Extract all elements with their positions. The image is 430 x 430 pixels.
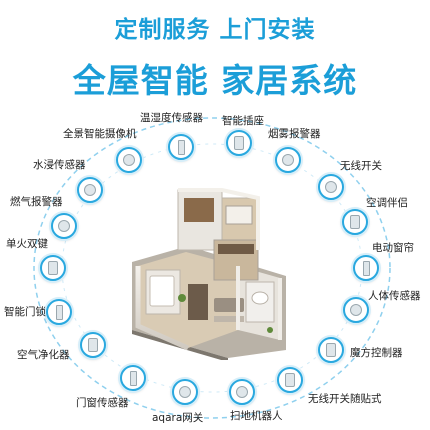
curtain-motor-icon[interactable] xyxy=(353,255,379,281)
smart-plug-glyph xyxy=(234,136,244,150)
gateway-glyph xyxy=(179,386,191,398)
motion-sensor-icon[interactable] xyxy=(343,297,369,323)
ac-companion-icon[interactable] xyxy=(342,209,368,235)
smoke-alarm-glyph xyxy=(282,154,294,166)
smart-plug-icon[interactable] xyxy=(226,130,252,156)
curtain-motor-glyph xyxy=(362,260,370,276)
robot-vacuum-glyph xyxy=(236,386,248,398)
label-door-window-sensor: 门窗传感器 xyxy=(76,397,129,409)
label-wall-switch: 单火双键 xyxy=(6,238,48,250)
label-sticker-switch: 无线开关随贴式 xyxy=(308,393,382,405)
label-gas-alarm: 燃气报警器 xyxy=(10,196,63,208)
smoke-alarm-icon[interactable] xyxy=(275,147,301,173)
ac-companion-glyph xyxy=(350,215,360,229)
robot-vacuum-icon[interactable] xyxy=(229,379,255,405)
label-wireless-switch: 无线开关 xyxy=(340,160,382,172)
label-smart-plug: 智能插座 xyxy=(222,115,264,127)
sticker-switch-glyph xyxy=(285,373,295,387)
thermometer-glyph xyxy=(177,139,185,155)
air-purifier-glyph xyxy=(88,338,98,352)
wireless-switch-glyph xyxy=(325,181,337,193)
label-gateway: aqara网关 xyxy=(152,412,204,424)
motion-sensor-glyph xyxy=(350,304,362,316)
door-lock-icon[interactable] xyxy=(46,299,72,325)
water-sensor-icon[interactable] xyxy=(77,177,103,203)
wall-switch-glyph xyxy=(48,261,58,275)
wall-switch-icon[interactable] xyxy=(40,255,66,281)
thermometer-icon[interactable] xyxy=(168,134,194,160)
sticker-switch-icon[interactable] xyxy=(277,367,303,393)
cube-controller-icon[interactable] xyxy=(318,337,344,363)
label-motion-sensor: 人体传感器 xyxy=(368,290,421,302)
cube-controller-glyph xyxy=(326,343,336,357)
gas-alarm-glyph xyxy=(58,220,70,232)
door-lock-glyph xyxy=(55,304,63,320)
label-air-purifier: 空气净化器 xyxy=(17,349,70,361)
label-water-sensor: 水浸传感器 xyxy=(33,159,86,171)
label-cube-controller: 魔方控制器 xyxy=(350,347,403,359)
floor-plan-illustration xyxy=(132,188,286,360)
headline: 全屋智能 家居系统 xyxy=(72,61,358,100)
label-smoke-alarm: 烟雾报警器 xyxy=(268,128,321,140)
camera-icon[interactable] xyxy=(116,147,142,173)
label-ac-companion: 空调伴侣 xyxy=(366,197,408,209)
door-window-sensor-glyph xyxy=(129,370,137,386)
gateway-icon[interactable] xyxy=(172,379,198,405)
water-sensor-glyph xyxy=(84,184,96,196)
label-door-lock: 智能门锁 xyxy=(4,306,46,318)
gas-alarm-icon[interactable] xyxy=(51,213,77,239)
label-robot-vacuum: 扫地机器人 xyxy=(230,410,283,422)
label-thermometer: 温湿度传感器 xyxy=(140,112,203,124)
wireless-switch-icon[interactable] xyxy=(318,174,344,200)
label-curtain-motor: 电动窗帘 xyxy=(372,242,414,254)
air-purifier-icon[interactable] xyxy=(80,332,106,358)
camera-glyph xyxy=(123,154,135,166)
label-camera: 全景智能摄像机 xyxy=(63,128,137,140)
tagline: 定制服务 上门安装 xyxy=(114,17,316,43)
door-window-sensor-icon[interactable] xyxy=(120,365,146,391)
